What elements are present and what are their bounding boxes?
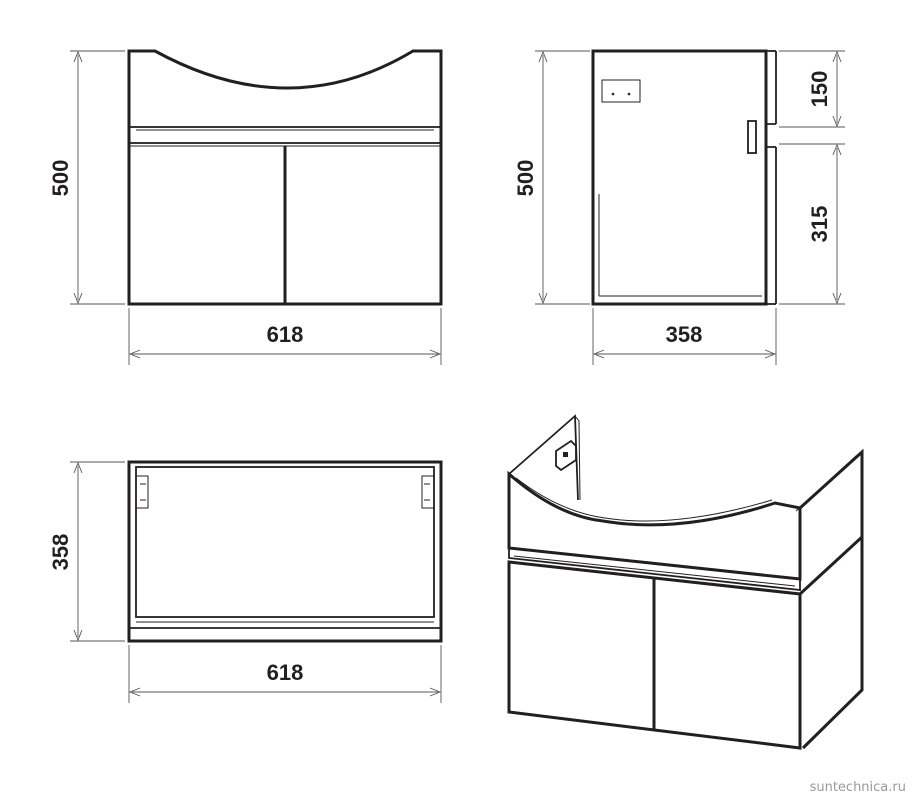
top-view-right-bracket bbox=[421, 475, 434, 509]
side-upper-label: 150 bbox=[807, 71, 832, 108]
front-width-dimension: 618 bbox=[128, 308, 442, 365]
iso-right-side-edge bbox=[798, 535, 864, 596]
top-view-outline bbox=[127, 460, 443, 643]
iso-doors bbox=[507, 560, 802, 750]
top-width-dimension: 618 bbox=[128, 645, 442, 703]
top-view: 358 618 bbox=[48, 460, 443, 703]
front-view: 500 618 bbox=[48, 49, 443, 365]
iso-rail bbox=[508, 546, 801, 592]
iso-mount-hole bbox=[563, 452, 568, 457]
side-view-handle bbox=[747, 120, 757, 154]
side-view-bracket-hole-right bbox=[627, 92, 631, 96]
top-view-left-bracket bbox=[136, 475, 149, 509]
front-height-label: 500 bbox=[48, 160, 73, 197]
iso-right-side bbox=[798, 448, 864, 750]
front-height-dimension: 500 bbox=[48, 50, 125, 305]
iso-back-left-edge bbox=[508, 414, 579, 501]
iso-mount-bracket bbox=[555, 439, 577, 472]
iso-rail-inner bbox=[513, 555, 796, 587]
iso-back-left-edge-inner bbox=[574, 415, 581, 501]
front-view-outline bbox=[127, 49, 443, 306]
iso-right-side-top-inner bbox=[795, 451, 863, 512]
side-upper-dimension: 150 bbox=[779, 50, 845, 305]
side-height-dimension: 500 bbox=[513, 50, 590, 305]
side-view-bracket-hole-left bbox=[611, 92, 615, 96]
isometric-view bbox=[507, 414, 864, 750]
front-view-rail bbox=[128, 126, 442, 144]
side-depth-label: 358 bbox=[666, 322, 703, 347]
iso-top-panel-arc-inner bbox=[515, 477, 773, 522]
side-view-gap bbox=[766, 123, 776, 148]
side-view: 500 150 315 358 bbox=[513, 49, 845, 365]
side-view-body bbox=[591, 49, 768, 306]
side-view-bracket bbox=[601, 79, 641, 103]
iso-top-panel bbox=[507, 470, 802, 581]
side-lower-label: 315 bbox=[807, 206, 832, 243]
side-depth-dimension: 358 bbox=[592, 308, 777, 365]
top-width-label: 618 bbox=[267, 660, 304, 685]
top-depth-dimension: 358 bbox=[48, 461, 125, 642]
side-height-label: 500 bbox=[513, 160, 538, 197]
top-depth-label: 358 bbox=[48, 534, 73, 571]
front-width-label: 618 bbox=[267, 322, 304, 347]
watermark: suntechnica.ru bbox=[810, 780, 906, 795]
top-view-inner bbox=[135, 466, 435, 618]
side-lower-dimension: 315 bbox=[807, 143, 842, 305]
